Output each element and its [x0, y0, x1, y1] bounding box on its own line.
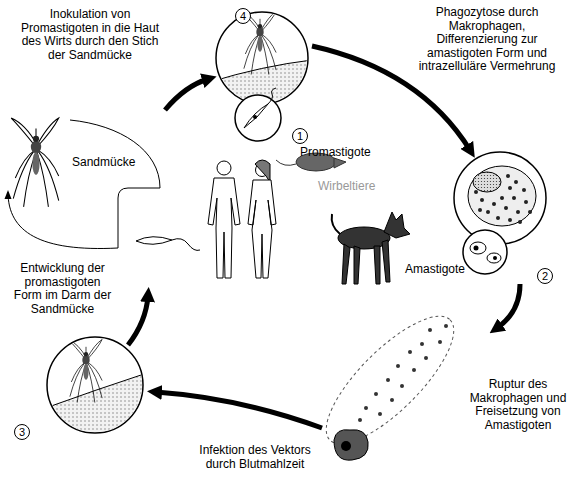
- macrophage-circle: [506, 174, 510, 178]
- caption-text: Entwicklung der promastigoten Form im Da…: [10, 262, 115, 316]
- callout-number: 1: [292, 128, 308, 144]
- dog: [374, 246, 380, 284]
- ruptured-macrophage: [358, 324, 448, 422]
- macrophage-circle: [474, 174, 532, 224]
- part-name: Sandmücke: [72, 156, 135, 170]
- dog: [342, 244, 350, 284]
- amastigote-circle: [463, 230, 507, 274]
- human-figures: [208, 178, 240, 278]
- macrophage-circle: [508, 186, 512, 190]
- dog: [354, 246, 360, 284]
- ruptured-macrophage: [390, 398, 394, 402]
- rat: [334, 158, 346, 168]
- dog: [384, 212, 410, 238]
- ruptured-macrophage: [400, 384, 404, 388]
- macrophage-circle: [514, 180, 518, 184]
- macrophage-circle: [468, 166, 536, 226]
- macrophage-circle: [524, 200, 528, 204]
- promastigote-in-gut: [136, 237, 200, 251]
- ruptured-macrophage: [334, 430, 368, 460]
- macrophage-circle: [528, 210, 532, 214]
- cycle-arrow: [128, 46, 520, 428]
- macrophage-circle: [516, 210, 520, 214]
- cycle-arrow: [128, 296, 148, 345]
- ruptured-macrophage: [412, 368, 416, 372]
- caption-text: Inokulation von Promastigoten in die Hau…: [19, 8, 161, 62]
- promastigote-circle: [268, 88, 276, 104]
- promastigote-circle: [235, 88, 281, 141]
- promastigote-circle: [253, 115, 257, 119]
- ruptured-macrophage: [424, 356, 428, 360]
- callout-number: 3: [14, 424, 30, 440]
- callout-number: 4: [235, 8, 251, 24]
- vector-loop: [70, 120, 160, 248]
- macrophage-circle: [512, 196, 516, 200]
- ruptured-macrophage: [396, 364, 400, 368]
- part-name: Wirbeltiere: [318, 180, 375, 194]
- promastigote-in-gut: [172, 239, 200, 251]
- amastigote-circle: [463, 230, 507, 274]
- ruptured-macrophage: [386, 378, 390, 382]
- human-figures: [248, 180, 276, 278]
- ruptured-macrophage: [438, 340, 442, 344]
- macrophage-circle: [522, 188, 526, 192]
- amastigote-circle: [474, 246, 479, 251]
- ruptured-macrophage: [428, 328, 432, 332]
- bloodmeal-circle: [68, 339, 102, 402]
- caption-text: Ruptur des Makrophagen und Freisetzung v…: [463, 378, 573, 432]
- ruptured-macrophage: [374, 392, 378, 396]
- macrophage-circle: [518, 220, 522, 224]
- ruptured-macrophage: [378, 412, 382, 416]
- ruptured-macrophage: [309, 299, 472, 462]
- rat: [276, 160, 296, 165]
- amastigote-circle: [493, 256, 497, 260]
- bloodmeal-circle: [40, 337, 150, 440]
- bloodmeal-circle: [40, 339, 150, 440]
- human-figures: [255, 160, 270, 182]
- macrophage-circle: [473, 172, 501, 192]
- macrophage-circle: [478, 208, 482, 212]
- macrophage-circle: [454, 152, 546, 244]
- macrophage-circle: [454, 152, 546, 244]
- ruptured-macrophage: [309, 299, 472, 462]
- macrophage-circle: [500, 196, 504, 200]
- bloodmeal-circle: [40, 372, 150, 440]
- caption-text: Phagozytose durch Makrophagen, Differenz…: [417, 6, 557, 74]
- dog: [332, 214, 340, 234]
- macrophage-circle: [496, 216, 500, 220]
- ruptured-macrophage: [341, 441, 351, 451]
- part-name: Amastigote: [405, 263, 465, 277]
- ruptured-macrophage: [364, 406, 368, 410]
- promastigote-circle: [235, 95, 281, 141]
- amastigote-circle: [487, 253, 501, 263]
- cycle-arrow: [497, 284, 520, 328]
- ruptured-macrophage: [358, 418, 362, 422]
- caption-text: Infektion des Vektors durch Blutmahlzeit: [190, 444, 320, 471]
- cycle-arrow: [156, 392, 322, 428]
- dog: [382, 240, 390, 282]
- macrophage-circle: [492, 202, 496, 206]
- dog: [332, 212, 410, 284]
- ruptured-macrophage: [420, 342, 424, 346]
- macrophage-circle: [480, 198, 484, 202]
- macrophage-circle: [504, 206, 508, 210]
- promastigote-circle: [244, 104, 268, 128]
- human-figures: [217, 161, 231, 175]
- macrophage-circle: [474, 190, 478, 194]
- cycle-arrow: [165, 79, 208, 110]
- sandfly: [11, 118, 59, 207]
- ruptured-macrophage: [444, 324, 448, 328]
- part-name: Promastigote: [300, 146, 371, 160]
- human-figures: [208, 160, 276, 278]
- macrophage-circle: [486, 210, 490, 214]
- callout-number: 2: [537, 268, 553, 284]
- promastigote-in-gut: [136, 237, 172, 245]
- ruptured-macrophage: [408, 350, 412, 354]
- amastigote-circle: [470, 242, 486, 254]
- macrophage-circle: [508, 218, 512, 222]
